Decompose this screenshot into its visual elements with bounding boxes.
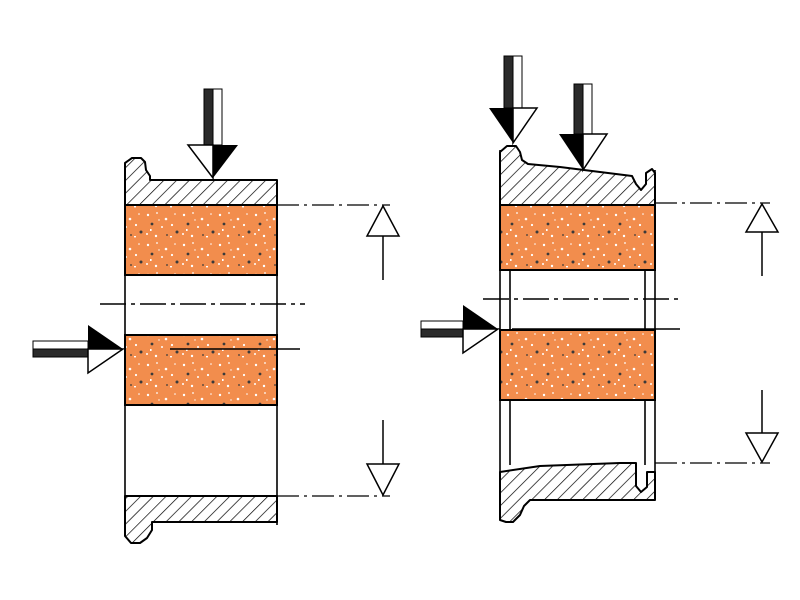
left-dim-arrow-up-icon [365,204,401,280]
left-top-flange [124,157,278,206]
left-top-load-arrow-icon [186,88,238,181]
right-top-flange [499,145,656,206]
right-side-load-arrow-icon [420,305,501,355]
left-dim-arrow-down-icon [365,420,401,497]
right-dim-arrow-up-icon [744,202,780,276]
left-abrasive-band-lower [124,334,278,406]
right-top-load-arrow-2-icon [559,83,609,173]
right-top-load-arrow-1-icon [489,55,539,146]
left-bottom-flange [124,495,278,544]
right-abrasive-band-lower [499,329,656,401]
right-dim-arrow-down-icon [744,390,780,464]
right-view [420,55,780,523]
right-abrasive-band-upper [499,204,656,271]
right-bottom-flange [499,462,656,523]
left-abrasive-band-upper [124,204,278,276]
left-view [32,88,401,544]
left-side-load-arrow-icon [32,325,126,375]
